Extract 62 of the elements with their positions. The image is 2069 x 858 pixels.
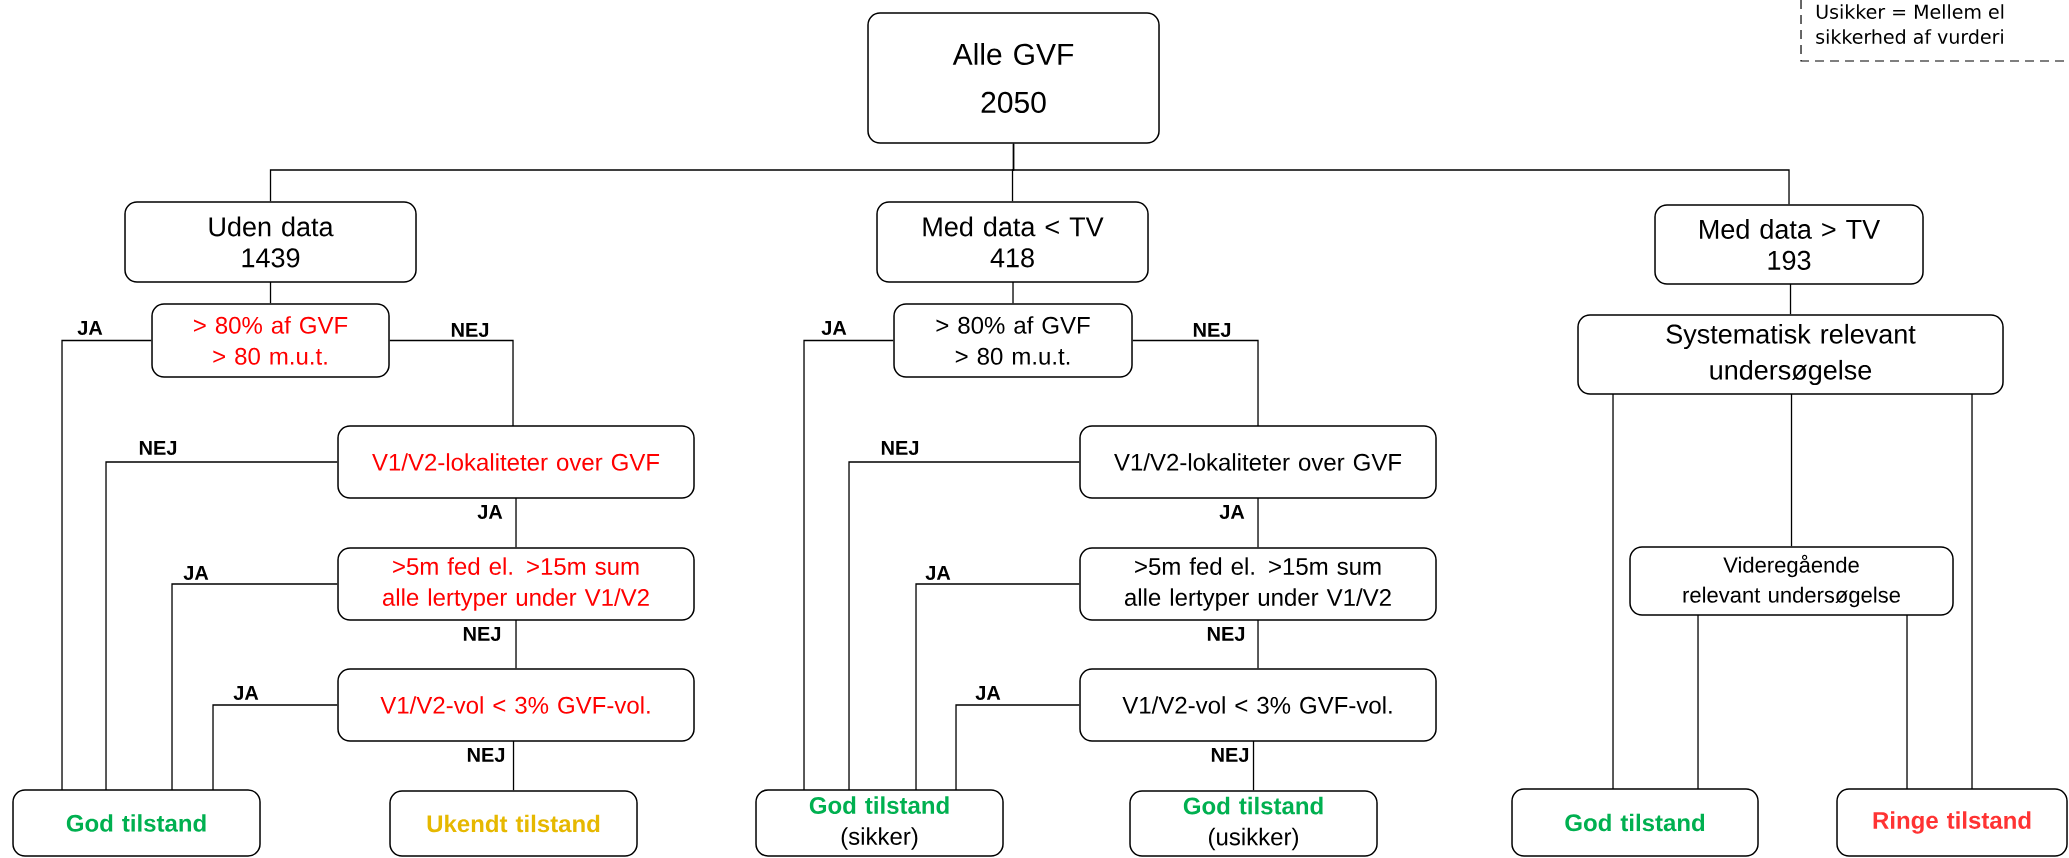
connector-line [955, 704, 1080, 791]
connector-line [212, 704, 338, 791]
edge-label: JA [925, 566, 951, 580]
process-box: Med data < TV 418 [876, 201, 1149, 283]
connector-line [515, 619, 517, 669]
edge-label: NEJ [463, 627, 501, 641]
connector-line [1971, 393, 1973, 790]
edge-label: JA [1219, 505, 1245, 519]
result-box: God tilstand [1511, 788, 1759, 857]
edge-label: NEJ [139, 441, 177, 455]
connector-line [171, 583, 338, 791]
edge-label: NEJ [1207, 627, 1245, 641]
connector-line [1257, 619, 1259, 669]
edge-label: JA [477, 505, 503, 519]
process-box: Videregående relevant undersøgelse [1629, 546, 1954, 616]
edge-label: JA [233, 686, 259, 700]
process-box: Systematisk relevant undersøgelse [1577, 314, 2004, 395]
process-box: Uden data 1439 [124, 201, 417, 283]
edge-label: JA [183, 566, 209, 580]
process-box: Med data > TV 193 [1654, 204, 1924, 285]
decision-box: V1/V2-lokaliteter over GVF [337, 425, 695, 499]
decision-box: >5m fed el. >15m sum alle lertyper under V1/V2 [337, 547, 695, 621]
decision-box: V1/V2-lokaliteter over GVF [1079, 425, 1437, 499]
result-box: Ukendt tilstand [389, 790, 638, 857]
edge-label: NEJ [451, 323, 489, 337]
connector-line [1790, 393, 1793, 547]
decision-box: V1/V2-vol < 3% GVF-vol. [337, 668, 695, 742]
result-box: God tilstand (sikker) [755, 789, 1004, 857]
edge-label: JA [975, 686, 1001, 700]
decision-box: > 80% af GVF > 80 m.u.t. [893, 303, 1133, 378]
connector-line [803, 339, 894, 791]
decision-box: > 80% af GVF > 80 m.u.t. [151, 303, 390, 378]
connector-line [61, 339, 152, 791]
connector-line [848, 461, 1080, 791]
result-box: God tilstand [12, 789, 261, 857]
connector-line [1252, 740, 1255, 791]
connector-line [1257, 497, 1259, 548]
connector-line [1789, 283, 1792, 315]
edge-label: NEJ [1193, 323, 1231, 337]
edge-label: JA [821, 321, 847, 335]
connector-line [512, 740, 515, 791]
decision-box: >5m fed el. >15m sum alle lertyper under V1/V2 [1079, 547, 1437, 621]
connector-line [269, 281, 272, 304]
connector-line [515, 497, 517, 548]
result-box: Ringe tilstand [1836, 788, 2068, 857]
connector-line [1906, 614, 1908, 790]
note-box: Usikker = Mellem el sikkerhed af vurderi [1800, 0, 2069, 62]
connector-line [915, 583, 1080, 791]
connector-line [1612, 393, 1614, 790]
connector-line [1697, 614, 1699, 790]
edge-label: JA [77, 321, 103, 335]
process-box: Alle GVF 2050 [867, 12, 1160, 144]
connector-line [389, 339, 514, 427]
connector-line [1012, 143, 1790, 205]
connector-line [1012, 281, 1014, 304]
edge-label: NEJ [1211, 748, 1249, 762]
connector-line [1132, 339, 1259, 427]
result-box: God tilstand (usikker) [1129, 790, 1378, 857]
edge-label: NEJ [881, 441, 919, 455]
connector-line [105, 461, 338, 791]
edge-label: NEJ [467, 748, 505, 762]
decision-box: V1/V2-vol < 3% GVF-vol. [1079, 668, 1437, 742]
